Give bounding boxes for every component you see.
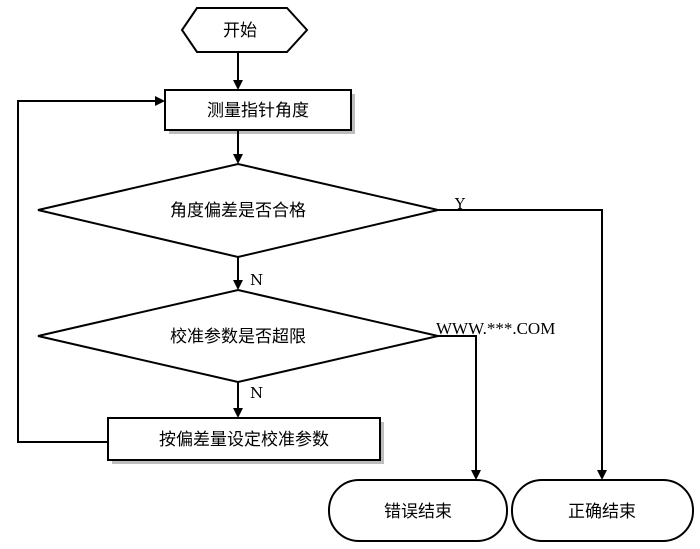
- edge-setparams-loop: [17, 96, 165, 443]
- limit-decision: 校准参数是否超限: [37, 288, 439, 384]
- measure-label: 测量指针角度: [207, 101, 309, 121]
- end-ok-node: 正确结束: [511, 479, 694, 542]
- edge-deviation-yes: [438, 209, 607, 480]
- edge-label-no-2: N: [250, 384, 263, 402]
- edge-label-no-1: N: [250, 271, 263, 289]
- deviation-label: 角度偏差是否合格: [170, 201, 306, 221]
- start-label: 开始: [223, 21, 257, 41]
- set-params-node: 按偏差量设定校准参数: [107, 417, 384, 464]
- end-ok-label: 正确结束: [568, 502, 636, 522]
- end-error-label: 错误结束: [384, 502, 452, 522]
- watermark-text: WWW.***.COM: [436, 319, 555, 338]
- edge-label-yes: Y: [454, 195, 466, 213]
- end-error-node: 错误结束: [328, 479, 508, 542]
- edge-limit-yes: [438, 335, 481, 480]
- deviation-decision: 角度偏差是否合格: [37, 162, 439, 259]
- limit-label: 校准参数是否超限: [170, 327, 306, 347]
- start-node: 开始: [180, 7, 309, 53]
- set-params-label: 按偏差量设定校准参数: [159, 430, 329, 450]
- measure-node: 测量指针角度: [164, 89, 355, 134]
